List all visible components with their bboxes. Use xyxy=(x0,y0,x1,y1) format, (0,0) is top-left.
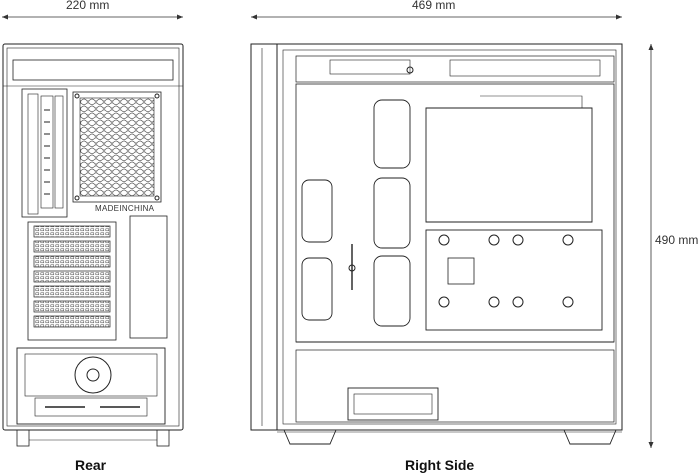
rear-stamp: MADEINCHINA xyxy=(95,204,155,213)
rear-width-label: 220 mm xyxy=(66,0,110,12)
side-depth-dimension xyxy=(251,14,622,20)
right-side-view xyxy=(250,43,623,445)
rear-width-dimension xyxy=(2,14,183,20)
height-label: 490 mm xyxy=(655,233,699,247)
height-dimension xyxy=(648,44,654,448)
rear-caption: Rear xyxy=(75,457,107,473)
rear-view xyxy=(2,43,184,447)
side-depth-label: 469 mm xyxy=(412,0,456,12)
right-side-caption: Right Side xyxy=(405,457,475,473)
